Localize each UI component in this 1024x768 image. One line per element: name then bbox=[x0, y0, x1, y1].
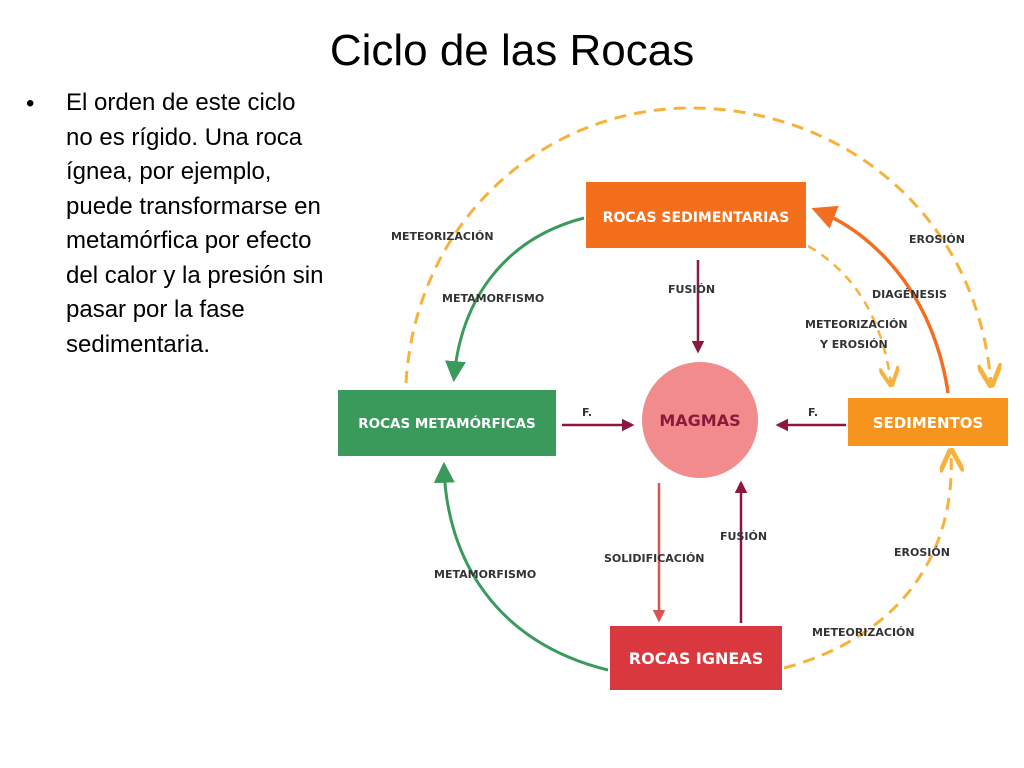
label-meteorizacion-top-left: METEORIZACIÓN bbox=[391, 230, 494, 243]
outer-dashed-arc-top bbox=[404, 106, 991, 383]
svg-text:MAGMAS: MAGMAS bbox=[659, 411, 740, 430]
label-diagenesis: DIAGÉNESIS bbox=[872, 288, 947, 301]
label-f-left: F. bbox=[582, 406, 592, 419]
svg-text:ROCAS METAMÓRFICAS: ROCAS METAMÓRFICAS bbox=[358, 414, 536, 432]
green-arrow-metamorfismo-top bbox=[445, 216, 585, 383]
node-sedimentos: SEDIMENTOS bbox=[848, 398, 1008, 446]
orange-arrow-diagenesis bbox=[811, 205, 950, 394]
node-rocas-sedimentarias: ROCAS SEDIMENTARIAS bbox=[586, 182, 806, 248]
dashed-arc-igneas-sedimentos bbox=[783, 453, 951, 670]
label-erosion-bottom-right: EROSIÓN bbox=[894, 546, 950, 559]
label-meteorizacion-mid: METEORIZACIÓN bbox=[805, 318, 908, 331]
node-rocas-igneas: ROCAS IGNEAS bbox=[610, 626, 782, 690]
label-y-erosion-mid: Y EROSIÓN bbox=[819, 338, 888, 351]
dashed-meteorizacion-erosion bbox=[807, 244, 891, 383]
label-fusion-top: FUSIÓN bbox=[668, 283, 715, 296]
slide-title: Ciclo de las Rocas bbox=[329, 26, 695, 75]
node-rocas-metamorficas: ROCAS METAMÓRFICAS bbox=[338, 390, 556, 456]
svg-text:SEDIMENTOS: SEDIMENTOS bbox=[873, 414, 984, 432]
green-arrow-metamorfismo-bottom bbox=[433, 461, 609, 672]
label-metamorfismo-top: METAMORFISMO bbox=[442, 292, 544, 305]
label-solidificacion: SOLIDIFICACIÓN bbox=[604, 552, 705, 565]
svg-text:ROCAS SEDIMENTARIAS: ROCAS SEDIMENTARIAS bbox=[603, 210, 790, 226]
node-magmas: MAGMAS bbox=[642, 362, 758, 478]
svg-text:ROCAS IGNEAS: ROCAS IGNEAS bbox=[629, 649, 763, 668]
label-fusion-bottom: FUSIÓN bbox=[720, 530, 767, 543]
rock-cycle-diagram: ROCAS SEDIMENTARIAS ROCAS METAMÓRFICAS M… bbox=[336, 98, 1018, 698]
label-metamorfismo-bottom: METAMORFISMO bbox=[434, 568, 536, 581]
bullet-marker: • bbox=[26, 90, 35, 117]
bullet-text: El orden de este ciclo no es rígido. Una… bbox=[66, 89, 324, 358]
label-erosion-top-right: EROSIÓN bbox=[909, 233, 965, 246]
label-meteorizacion-bottom-right: METEORIZACIÓN bbox=[812, 626, 915, 639]
label-f-right: F. bbox=[808, 406, 818, 419]
